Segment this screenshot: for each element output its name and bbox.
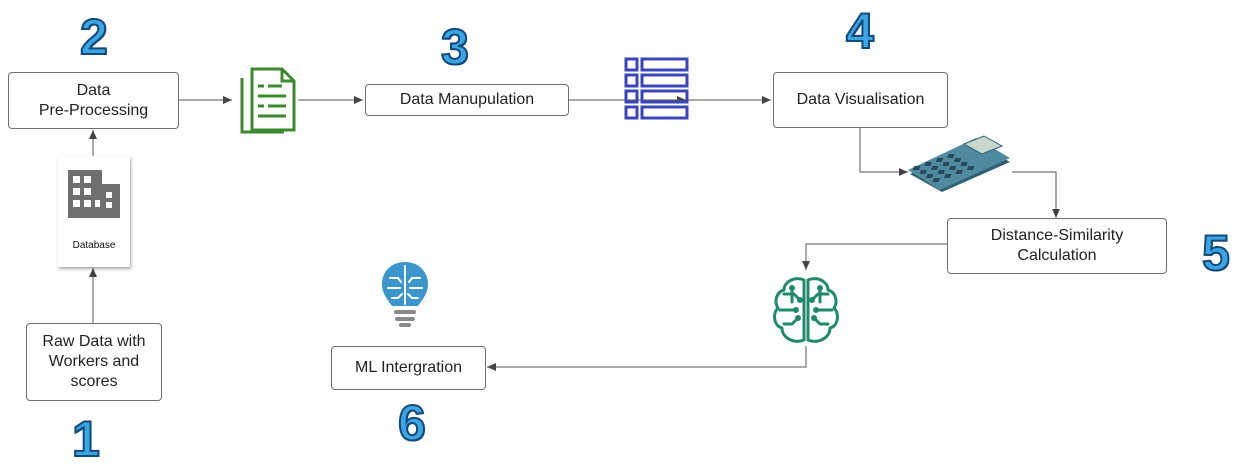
arrow-distance-to-brain (802, 243, 947, 270)
arrow-visualisation-to-calculator (859, 128, 908, 176)
step-number-1: 1 (71, 411, 101, 467)
step-number-2: 2 (79, 9, 109, 65)
step-number-3: 3 (440, 19, 470, 75)
table-list-icon (624, 57, 689, 120)
node-pre-processing: Data Pre-Processing (8, 72, 179, 129)
node-distance-similarity: Distance-Similarity Calculation (947, 218, 1167, 274)
node-pre-processing-label: Data Pre-Processing (38, 81, 149, 119)
node-raw-data: Raw Data with Workers and scores (26, 323, 162, 401)
document-icon (240, 67, 296, 134)
building-icon (68, 170, 120, 218)
node-data-manipulation: Data Manupulation (365, 84, 569, 116)
calculator-icon (908, 135, 1010, 192)
node-ml-integration-label: ML Intergration (354, 359, 462, 376)
step-number-5: 5 (1201, 225, 1231, 281)
lightbulb-brain-icon (382, 262, 428, 327)
brain-circuit-icon (773, 277, 839, 343)
node-data-visualisation-label: Data Visualisation (796, 91, 925, 108)
arrow-brain-to-ml (487, 346, 807, 371)
node-raw-data-label: Raw Data with Workers and scores (42, 333, 146, 390)
node-ml-integration: ML Intergration (331, 346, 486, 390)
step-number-6: 6 (397, 395, 427, 451)
database-label: Database (72, 240, 116, 251)
node-distance-similarity-label: Distance-Similarity Calculation (990, 227, 1124, 264)
node-data-manipulation-label: Data Manupulation (399, 91, 535, 108)
arrow-calculator-to-distance (1012, 171, 1060, 218)
database-card: Database (58, 156, 130, 267)
step-number-4: 4 (845, 3, 875, 59)
node-data-visualisation: Data Visualisation (773, 72, 948, 128)
